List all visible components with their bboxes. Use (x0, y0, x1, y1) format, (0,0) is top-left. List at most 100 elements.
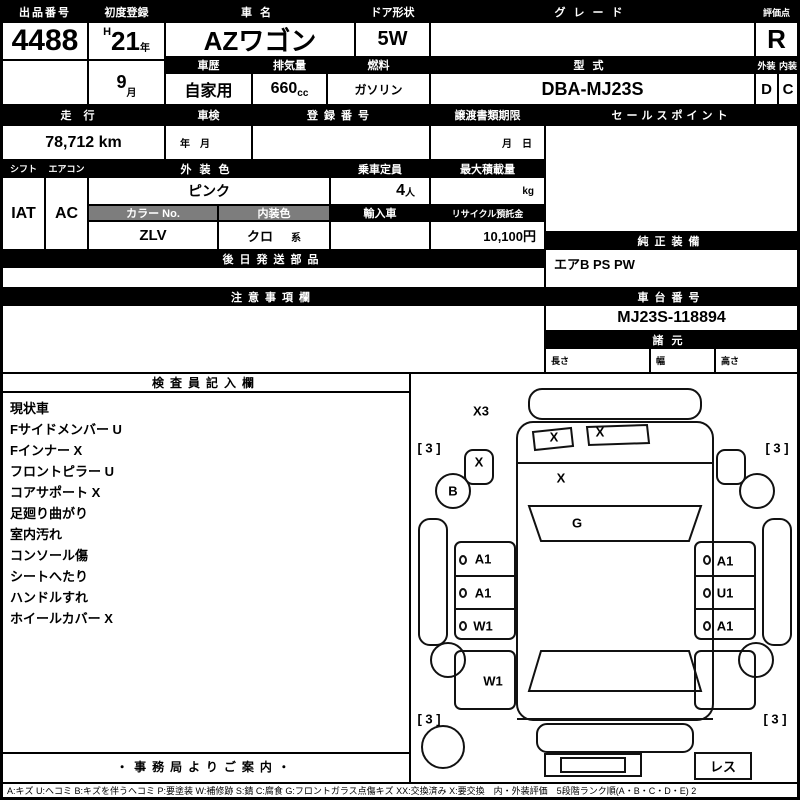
inspector-line: 室内汚れ (10, 527, 63, 542)
interior-color-cell: クロ 系 (218, 221, 330, 250)
interior-score: C (778, 73, 798, 105)
transfer-deadline-value: 月 日 (430, 125, 545, 160)
caution-value (2, 305, 545, 373)
wheel-rear-left (430, 642, 466, 678)
wheel-front-left (435, 473, 471, 509)
inspector-line: コンソール傷 (10, 548, 89, 563)
legend-bar: A:キズ U:ヘコミ B:キズを伴うヘコミ P:要塗装 W:補修跡 S:錆 C:… (2, 783, 798, 798)
inspector-line: Fインナー X (10, 443, 83, 458)
score-header: 評価点 (755, 2, 798, 22)
capacity-value: 4 (396, 182, 405, 199)
diagram-mark: B (448, 483, 458, 499)
inspector-line: 現状車 (10, 401, 50, 416)
displacement-value: 660 (270, 80, 298, 97)
exterior-color-header: 外装色 (88, 160, 330, 177)
length-cell: 長さ (545, 348, 650, 373)
caution-header: 注意事項欄 (2, 288, 545, 305)
ac-value: AC (45, 177, 88, 250)
max-load-value: kg (430, 177, 545, 205)
recycle-header: リサイクル預託金 (430, 205, 545, 221)
reg-no-value (252, 125, 430, 160)
diagram-mark: A1 (716, 618, 734, 634)
doors-left (454, 541, 516, 640)
capacity-cell: 4 人 (330, 177, 430, 205)
front-fender-right (716, 449, 746, 485)
import-header: 輸入車 (330, 205, 430, 221)
shift-value: IAT (2, 177, 45, 250)
interior-color-unit: 系 (291, 233, 301, 244)
fuel-header: 燃料 (327, 57, 430, 73)
diagram-mark: A1 (474, 585, 492, 601)
auction-no-empty (2, 60, 88, 105)
mileage-value: 78,712 km (2, 125, 165, 160)
less-box (694, 752, 752, 780)
diagram-mark: W1 (473, 618, 493, 634)
car-name-header: 車名 (165, 2, 355, 22)
sales-point-header: セールスポイント (545, 105, 798, 125)
grade-header: グレード (430, 2, 755, 22)
diagram-mark: U1 (716, 585, 734, 601)
color-no-value: ZLV (88, 221, 218, 250)
first-reg-month: 9 (116, 72, 127, 92)
plate-inner (560, 757, 626, 773)
color-no-header: カラー No. (88, 205, 218, 221)
office-header: ・事務局よりご案内・ (2, 753, 410, 783)
auction-no-value: 4488 (2, 22, 88, 60)
door-shape-value: 5W (355, 22, 430, 57)
score-value: R (755, 22, 798, 57)
front-fender-left (464, 449, 494, 485)
headlight-left (531, 426, 575, 452)
import-value (330, 221, 430, 250)
inspection-header: 車検 (165, 105, 252, 125)
inspection-value: 年 月 (165, 125, 252, 160)
width-cell: 幅 (650, 348, 715, 373)
inspector-line: Fサイドメンバー U (10, 422, 122, 437)
exterior-score: D (755, 73, 778, 105)
quarter-right (694, 650, 756, 710)
rocker-left (418, 518, 448, 646)
first-reg-year: 21 (111, 25, 140, 56)
car-name-value: AZワゴン (165, 22, 355, 57)
dimensions-header: 諸元 (545, 331, 798, 348)
plate-outer (544, 753, 642, 777)
diagram-mark: X (595, 424, 605, 440)
door-shape-header: ドア形状 (355, 2, 430, 22)
diagram-mark: X3 (473, 403, 489, 419)
interior-header: 内装 (778, 57, 798, 73)
interior-color-value: クロ (246, 229, 273, 244)
model-value: DBA-MJ23S (430, 73, 755, 105)
equipment-header: 純正装備 (545, 232, 798, 249)
model-header: 型式 (430, 57, 755, 73)
first-reg-month-unit: 月 (126, 88, 137, 99)
diagram-mark: A1 (716, 553, 734, 569)
diagram-mark: [ 3 ] (417, 711, 441, 727)
rocker-right (762, 518, 792, 646)
displacement-unit: cc (297, 88, 309, 99)
history-header: 車歴 (165, 57, 252, 73)
exterior-header: 外装 (755, 57, 778, 73)
first-reg-month-cell: 9 月 (88, 60, 165, 105)
inspector-line: ハンドルすれ (10, 590, 89, 605)
spare-tire (421, 725, 465, 769)
rear-window (527, 650, 703, 692)
grade-value (430, 22, 755, 57)
exterior-color-value: ピンク (88, 177, 330, 205)
height-cell: 高さ (715, 348, 798, 373)
diagram-mark: X (474, 454, 484, 470)
chassis-no-header: 車台番号 (545, 288, 798, 305)
displacement-header: 排気量 (252, 57, 327, 73)
rear-bumper (536, 723, 694, 753)
mileage-header: 走行 (2, 105, 165, 125)
inspector-header: 検査員記入欄 (2, 373, 410, 392)
windshield (527, 505, 703, 542)
diagram-mark: W1 (483, 673, 503, 689)
headlight-right (585, 423, 651, 447)
max-load-header: 最大積載量 (430, 160, 545, 177)
fuel-value: ガソリン (327, 73, 430, 105)
equipment-value: エアB PS PW (545, 249, 798, 288)
first-reg-year-unit: 年 (139, 43, 150, 54)
